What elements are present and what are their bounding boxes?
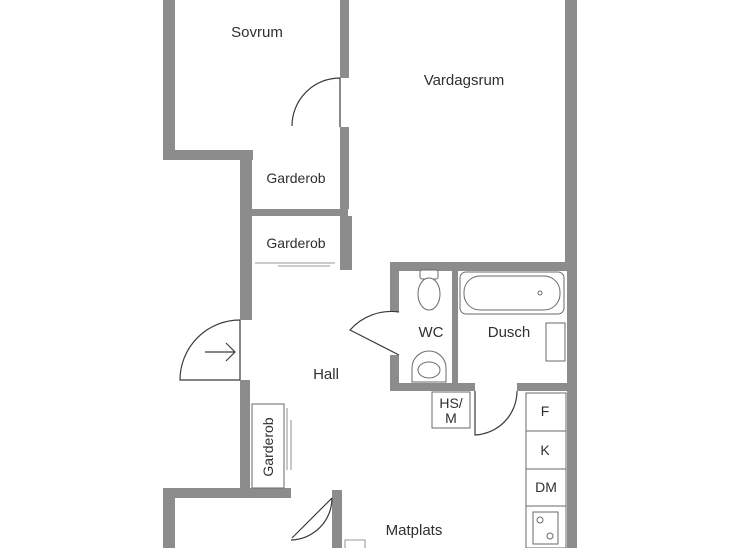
label-wc: WC — [419, 324, 444, 341]
matplats-chair — [344, 539, 366, 548]
bathtub-icon — [459, 271, 565, 315]
wall-bedroom-bottom — [163, 150, 253, 160]
wall-bottom-left-top — [163, 488, 291, 498]
wall-living-right — [565, 0, 577, 265]
label-hall: Hall — [313, 366, 339, 383]
door-matplats — [290, 497, 333, 541]
wall-bedroom-left — [163, 0, 175, 160]
label-dishwasher: DM — [535, 479, 557, 495]
toilet-icon — [417, 269, 441, 311]
washbasin-cabinet — [545, 322, 566, 362]
wall-wc-dusch — [452, 262, 458, 390]
door-wc — [349, 310, 400, 356]
label-garderob-1: Garderob — [266, 170, 325, 186]
wall-bath-top — [390, 262, 577, 271]
label-vardagsrum: Vardagsrum — [424, 72, 505, 89]
appliance-fridge-box — [525, 392, 567, 432]
wall-kitchen-top — [517, 383, 577, 391]
entrance-arrow-icon — [205, 342, 236, 362]
door-entrance — [179, 319, 241, 381]
door-dusch — [474, 390, 518, 436]
wall-bottom-left-side — [163, 488, 175, 548]
appliance-dishwasher-box — [525, 468, 567, 507]
wall-wardrobe-sep — [252, 209, 348, 216]
wall-kitchen-right — [567, 262, 577, 548]
wall-wardrobe-left — [240, 150, 252, 320]
label-dusch: Dusch — [488, 324, 531, 341]
label-garderob-3: Garderob — [260, 417, 276, 476]
wall-divider-lower — [340, 127, 349, 209]
fixtures — [251, 269, 567, 548]
wall-bath-left-lower — [390, 355, 399, 390]
doors — [179, 77, 518, 541]
hsm-box — [431, 391, 471, 429]
label-freezer: K — [540, 442, 550, 458]
label-hsm-1: HS/ — [439, 395, 462, 411]
door-bedroom — [291, 77, 341, 127]
wardrobe-sliding-door — [255, 262, 335, 267]
wall-bath-bottom — [390, 383, 475, 391]
labels: Sovrum Vardagsrum Garderob Garderob Gard… — [231, 24, 557, 539]
label-hsm-2: M — [445, 410, 457, 426]
sink-icon — [411, 350, 447, 383]
wall-hall-left-lower — [240, 380, 250, 488]
wall-matplats-left — [332, 490, 342, 548]
walls — [163, 0, 577, 548]
wardrobe-hall-box — [251, 403, 285, 489]
label-fridge: F — [541, 403, 550, 419]
wardrobe-hall-door — [286, 408, 292, 470]
appliance-freezer-box — [525, 430, 567, 470]
wall-divider-upper — [340, 0, 349, 78]
wall-wardrobe2-right — [340, 216, 352, 270]
label-garderob-2: Garderob — [266, 235, 325, 251]
label-sovrum: Sovrum — [231, 24, 283, 41]
label-matplats: Matplats — [386, 522, 443, 539]
wall-bath-left — [390, 262, 399, 312]
stove-icon — [525, 505, 567, 548]
